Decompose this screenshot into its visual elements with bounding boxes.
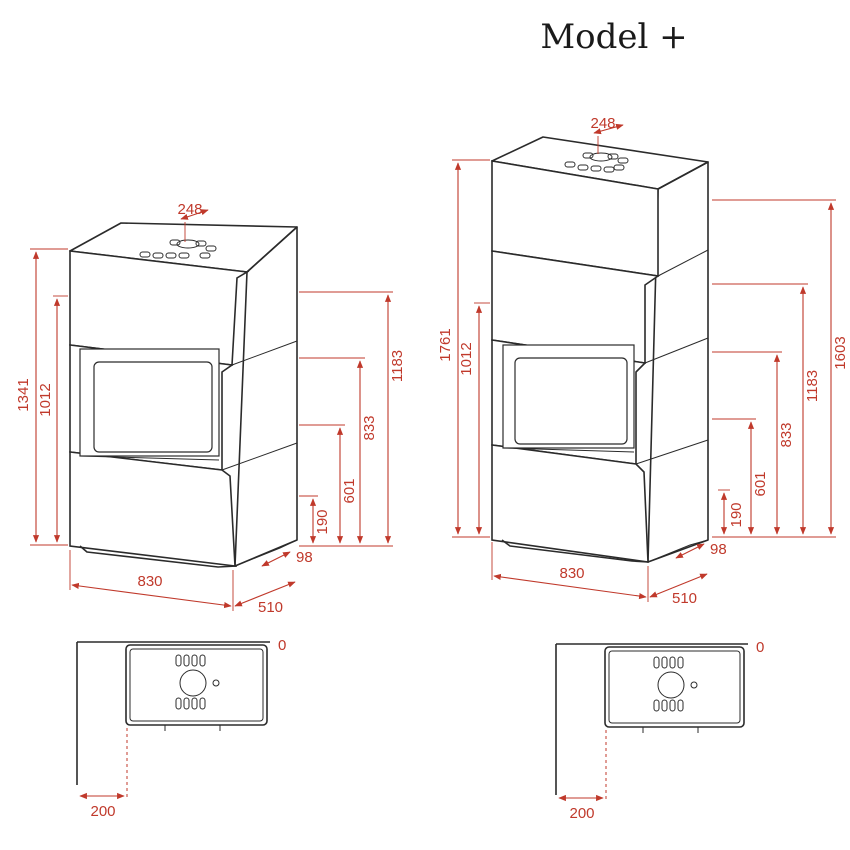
- left-front-bottom-panel: [69, 451, 236, 567]
- right-dim-flue-offset: 248: [590, 115, 615, 132]
- right-stove-elevation: [491, 136, 709, 563]
- left-dim-door-top: 1012: [37, 383, 54, 416]
- right-dim-depth: 510: [672, 590, 697, 607]
- right-dim-door-height: 833: [778, 422, 795, 447]
- right-front-top-panel: [491, 250, 661, 364]
- left-front-top-panel: [69, 250, 250, 366]
- right-dim-total-height: 1761: [437, 328, 454, 361]
- right-dim-door-top: 1012: [458, 342, 475, 375]
- right-dim-air-inlet: 190: [728, 502, 745, 527]
- left-plan-body: [125, 644, 268, 726]
- left-stove-plinth: [79, 545, 238, 568]
- right-plan-body: [604, 646, 745, 728]
- left-plan-flue: [179, 669, 207, 697]
- page-title: Model +: [540, 17, 687, 57]
- left-stove-side: [234, 226, 298, 567]
- left-dim-width: 830: [137, 573, 162, 590]
- left-dimensions: 1341 1012 1183 833 601 190 98 830 510 24…: [15, 201, 406, 616]
- left-dim-door-height: 833: [361, 415, 378, 440]
- left-dim-depth-offset: 98: [296, 549, 313, 566]
- right-dim-upper-height: 1183: [804, 370, 821, 402]
- right-dim-mid-height: 601: [752, 471, 769, 496]
- left-door-glass: [93, 361, 213, 453]
- left-stove-elevation: [69, 222, 298, 568]
- left-dim-depth: 510: [258, 599, 283, 616]
- right-plan-wall-zero: 0: [756, 639, 764, 656]
- left-plan-view: 200 0: [76, 637, 286, 820]
- left-flue-outlet: [139, 239, 217, 259]
- left-dim-flue-height: 1183: [389, 350, 406, 382]
- right-flue-outlet: [564, 152, 629, 173]
- left-plan-wall-distance: 200: [90, 803, 115, 820]
- left-dim-total-height: 1341: [15, 378, 32, 411]
- right-dim-flue-height: 1603: [832, 336, 849, 369]
- right-door-glass: [514, 357, 628, 445]
- right-front-bottom-panel: [491, 444, 649, 563]
- left-dim-flue-offset: 248: [177, 201, 202, 218]
- right-plan-flue: [657, 671, 685, 699]
- left-dim-air-inlet: 190: [314, 509, 331, 534]
- right-plan-view: 200 0: [555, 639, 764, 822]
- right-stove-plinth: [501, 539, 649, 563]
- left-plan-wall-zero: 0: [278, 637, 286, 654]
- right-plan-wall-distance: 200: [569, 805, 594, 822]
- right-dimensions: 1761 1012 1603 1183 833 601 190 98 830 5…: [437, 115, 849, 607]
- left-dim-mid-height: 601: [341, 478, 358, 503]
- right-dim-depth-offset: 98: [710, 541, 727, 558]
- right-dim-width: 830: [559, 565, 584, 582]
